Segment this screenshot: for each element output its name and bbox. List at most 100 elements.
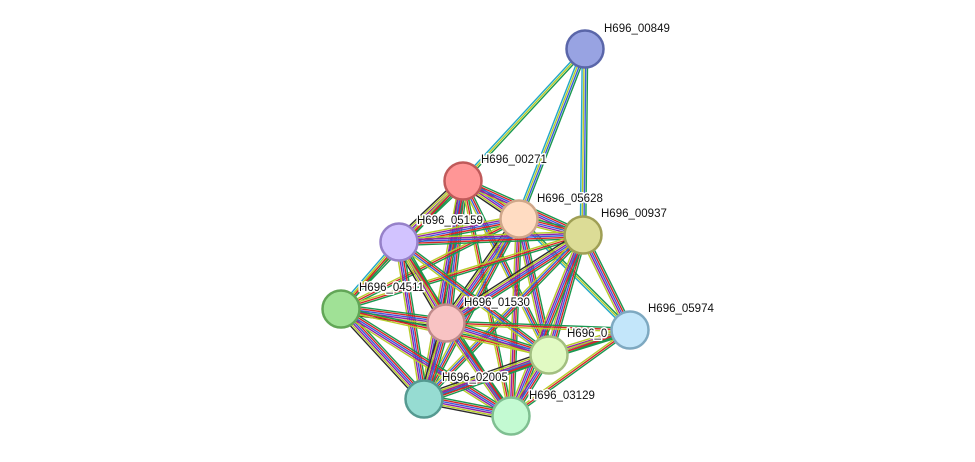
edge-evidence-line — [423, 353, 550, 399]
edge-n00937-n05159 — [398, 230, 584, 247]
edge-evidence-line — [338, 311, 510, 420]
node-label-halo: H696_03129 — [529, 390, 595, 402]
edge-evidence-line — [510, 329, 631, 417]
edge-evidence-line — [398, 230, 584, 240]
node-label-n05628: H696_05628 — [537, 193, 603, 205]
node-n01530[interactable] — [426, 303, 466, 343]
edge-evidence-line — [340, 307, 426, 400]
edge-evidence-line — [342, 306, 427, 398]
edge-evidence-line — [444, 233, 584, 323]
edge-evidence-line — [342, 305, 514, 414]
node-label-n00271: H696_00271 — [481, 154, 547, 166]
edge-n01530-n05974 — [445, 320, 631, 333]
edge-n05974-n03129 — [509, 327, 632, 419]
edge-evidence-line — [424, 358, 552, 404]
label-layer: H696_00849H696_00849H696_00271H696_00271… — [358, 22, 716, 404]
node-label-n01530: H696_01530 — [464, 297, 530, 309]
node-layer — [321, 29, 650, 436]
edge-evidence-line — [459, 181, 548, 357]
edge-evidence-line — [340, 236, 585, 312]
node-n02005[interactable] — [404, 379, 444, 419]
edge-n00937-n01530 — [442, 230, 587, 328]
edge-evidence-line — [397, 242, 550, 357]
node-label-n00937: H696_00937 — [601, 208, 667, 220]
edge-evidence-line — [579, 48, 583, 236]
edge-evidence-line — [421, 350, 549, 396]
edge-evidence-line — [446, 236, 586, 326]
node-label-n05159: H696_05159 — [417, 215, 483, 227]
edge-evidence-line — [336, 311, 422, 403]
node-n00849[interactable] — [565, 29, 605, 69]
edge-evidence-line — [339, 232, 584, 308]
node-label-halo: H696_00849 — [604, 23, 670, 35]
edge-n04511-n02005 — [336, 305, 429, 403]
edge-evidence-line — [340, 234, 584, 310]
edge-evidence-line — [520, 49, 589, 221]
edge-evidence-line — [507, 218, 517, 417]
edge-evidence-line — [517, 47, 585, 220]
edge-n04511-n03129 — [338, 305, 514, 420]
node-label-halo: H696_05628 — [537, 193, 603, 205]
edge-evidence-line — [445, 235, 585, 325]
edge-evidence-line — [399, 239, 552, 354]
edge-evidence-line — [581, 48, 585, 236]
node-n05974[interactable] — [610, 310, 650, 350]
edge-n00849-n00937 — [579, 48, 589, 236]
edge-evidence-line — [339, 216, 519, 309]
node-n0x[interactable] — [529, 335, 569, 375]
edge-evidence-line — [551, 235, 588, 357]
node-label-halo: H696_05974 — [648, 303, 714, 315]
edge-evidence-line — [398, 234, 584, 243]
node-label-n05974: H696_05974 — [648, 303, 714, 315]
node-label-halo: H696_02005 — [442, 372, 508, 384]
edge-evidence-line — [419, 179, 461, 400]
edge-n00849-n00271 — [460, 47, 588, 183]
edge-evidence-line — [398, 240, 551, 355]
node-n00937[interactable] — [563, 215, 603, 255]
node-label-halo: H696_0 — [567, 328, 607, 340]
node-label-n00849: H696_00849 — [604, 23, 670, 35]
edge-evidence-line — [338, 310, 423, 402]
node-n05628[interactable] — [499, 199, 539, 239]
node-label-n03129: H696_03129 — [529, 390, 595, 402]
edge-evidence-line — [423, 355, 550, 401]
edge-evidence-line — [398, 232, 584, 241]
edge-n05628-n03129 — [507, 218, 523, 417]
node-n05159[interactable] — [379, 222, 419, 262]
node-label-n02005: H696_02005 — [442, 372, 508, 384]
node-n04511[interactable] — [321, 289, 361, 329]
node-label-n04511: H696_04511 — [359, 282, 424, 294]
edge-evidence-line — [519, 48, 587, 221]
edge-evidence-line — [339, 309, 511, 419]
edge-evidence-line — [343, 305, 429, 397]
edge-evidence-line — [422, 351, 549, 398]
edge-n05159-n0x — [396, 239, 552, 358]
edge-evidence-line — [396, 243, 549, 358]
edge-evidence-line — [583, 48, 587, 236]
node-label-halo: H696_00271 — [481, 154, 547, 166]
edge-evidence-line — [460, 47, 585, 181]
edge-evidence-line — [340, 308, 512, 417]
edge-evidence-line — [463, 49, 588, 183]
edge-evidence-line — [443, 232, 583, 322]
edge-evidence-line — [398, 237, 584, 247]
edge-evidence-line — [463, 179, 551, 356]
edge-evidence-line — [515, 47, 584, 219]
edge-evidence-line — [447, 238, 587, 328]
edge-evidence-line — [397, 214, 520, 240]
node-n03129[interactable] — [491, 396, 531, 436]
node-label-halo: H696_01530 — [464, 297, 530, 309]
edge-evidence-line — [506, 232, 581, 416]
edge-n00849-n05628 — [515, 47, 589, 221]
node-label-halo: H696_05159 — [417, 215, 483, 227]
edge-evidence-line — [449, 180, 469, 325]
edge-evidence-line — [442, 230, 582, 320]
edge-evidence-line — [511, 218, 521, 417]
node-label-halo: H696_04511 — [359, 282, 424, 294]
edge-n00937-n04511 — [339, 232, 585, 312]
edge-evidence-line — [339, 308, 425, 401]
edge-evidence-line — [462, 48, 586, 182]
node-n00271[interactable] — [443, 161, 483, 201]
node-label-n0x: H696_0 — [567, 328, 607, 340]
